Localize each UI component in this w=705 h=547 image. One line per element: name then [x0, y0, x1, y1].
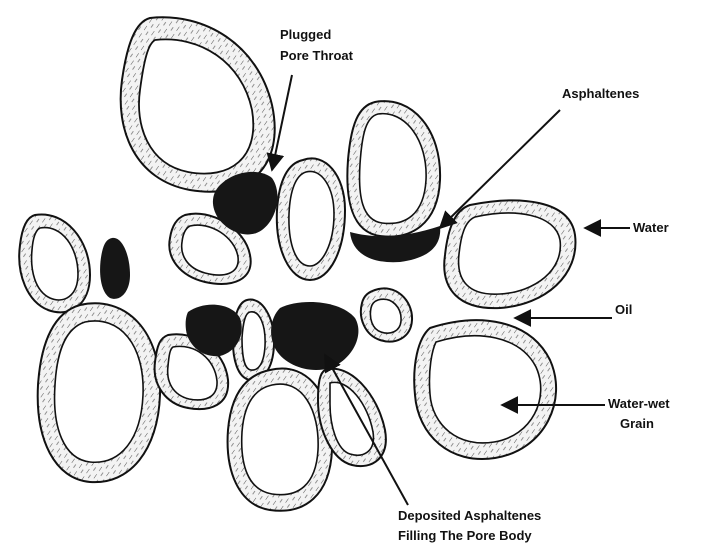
label-filling-pore-body: Filling The Pore Body: [398, 528, 532, 543]
label-deposited-asphaltenes: Deposited Asphaltenes: [398, 508, 541, 523]
grain-top-center: [277, 158, 345, 280]
asphaltene-left-deposit: [100, 238, 130, 299]
grain-left: [19, 214, 90, 312]
label-water: Water: [633, 220, 669, 235]
grain-right: [444, 200, 575, 308]
grain-top-right: [347, 101, 440, 237]
label-grain: Grain: [620, 416, 654, 431]
label-asphaltenes: Asphaltenes: [562, 86, 639, 101]
label-water-wet: Water-wet: [608, 396, 670, 411]
asphaltene-pore-body-right: [271, 302, 358, 370]
label-oil: Oil: [615, 302, 632, 317]
grain-bottom-center: [228, 368, 333, 510]
label-plugged: Plugged: [280, 27, 331, 42]
grain-top-left: [121, 17, 275, 191]
grain-bottom-left: [38, 303, 160, 482]
label-pore-throat: Pore Throat: [280, 48, 354, 63]
grain-small-right: [361, 288, 412, 341]
grain-bottom-right: [414, 320, 556, 459]
